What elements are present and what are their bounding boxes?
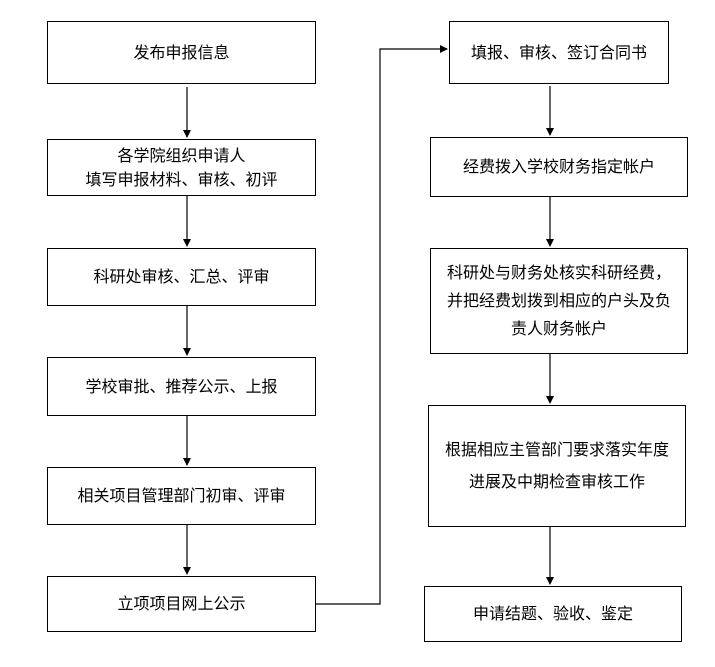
step-contract-label: 填报、审核、签订合同书 <box>470 42 647 62</box>
step-implementation-label: 根据相应主管部门要求落实年度进展及中期检查审核工作 <box>444 440 669 491</box>
arrow-announce-to-contract <box>315 45 448 605</box>
step-implementation: 根据相应主管部门要求落实年度进展及中期检查审核工作 <box>428 405 686 527</box>
step-school-approval-label: 学校审批、推荐公示、上报 <box>85 376 278 396</box>
step-research-office-review: 科研处审核、汇总、评审 <box>47 248 316 306</box>
step-publish-info-label: 发布申报信息 <box>133 42 230 62</box>
step-publish-info: 发布申报信息 <box>47 21 316 84</box>
step-completion: 申请结题、验收、鉴定 <box>424 586 682 642</box>
step-project-announcement: 立项项目网上公示 <box>47 576 316 632</box>
step-research-office-review-label: 科研处审核、汇总、评审 <box>93 267 270 286</box>
step-project-announcement-label: 立项项目网上公示 <box>117 594 246 613</box>
step-funding-transfer-label: 经费拨入学校财务指定帐户 <box>462 157 655 176</box>
step-school-approval: 学校审批、推荐公示、上报 <box>47 357 316 416</box>
step-fund-verification: 科研处与财务处核实科研经费，并把经费划拨到相应的户头及负责人财务帐户 <box>430 248 688 354</box>
step-college-review: 各学院组织申请人 填写申报材料、审核、初评 <box>47 139 316 196</box>
step-college-review-label: 各学院组织申请人 填写申报材料、审核、初评 <box>85 145 278 189</box>
step-fund-verification-label: 科研处与财务处核实科研经费，并把经费划拨到相应的户头及负责人财务帐户 <box>446 263 671 338</box>
step-department-review-label: 相关项目管理部门初审、评审 <box>77 486 286 505</box>
step-contract: 填报、审核、签订合同书 <box>449 21 669 84</box>
step-completion-label: 申请结题、验收、鉴定 <box>472 604 633 623</box>
step-department-review: 相关项目管理部门初审、评审 <box>47 467 316 525</box>
step-funding-transfer: 经费拨入学校财务指定帐户 <box>430 137 688 197</box>
